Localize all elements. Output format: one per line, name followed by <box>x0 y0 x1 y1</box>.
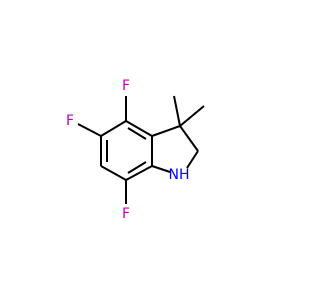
bond-c4-c5 <box>100 120 127 137</box>
fluorine-label-c5: F <box>66 113 74 129</box>
bond-n-c7a <box>151 165 171 173</box>
bond-c3a-c4 <box>125 120 153 137</box>
double-bond-c4-c3a <box>127 127 147 140</box>
bond-c6-c7 <box>100 165 127 181</box>
bond-c3a-c3 <box>151 125 181 137</box>
bond-c2-n <box>186 150 199 169</box>
fluorine-label-c7: F <box>122 206 130 222</box>
methyl-groups <box>173 95 205 127</box>
fluorine-bonds <box>77 96 127 204</box>
bond-c3-c2 <box>179 125 199 152</box>
bond-c7-c7a <box>125 165 153 181</box>
bond-c3-methyl-2 <box>179 105 205 127</box>
double-bond-c7-c7a <box>127 161 147 174</box>
nitrogen-label: NH <box>169 167 190 183</box>
bond-c5-f <box>77 123 102 137</box>
pyrroline-ring <box>151 125 199 173</box>
fluorine-label-c4: F <box>122 78 130 94</box>
bond-c3-methyl-1 <box>173 95 181 127</box>
molecule-structure: F F F NH <box>66 78 205 222</box>
benzene-ring <box>100 120 153 181</box>
